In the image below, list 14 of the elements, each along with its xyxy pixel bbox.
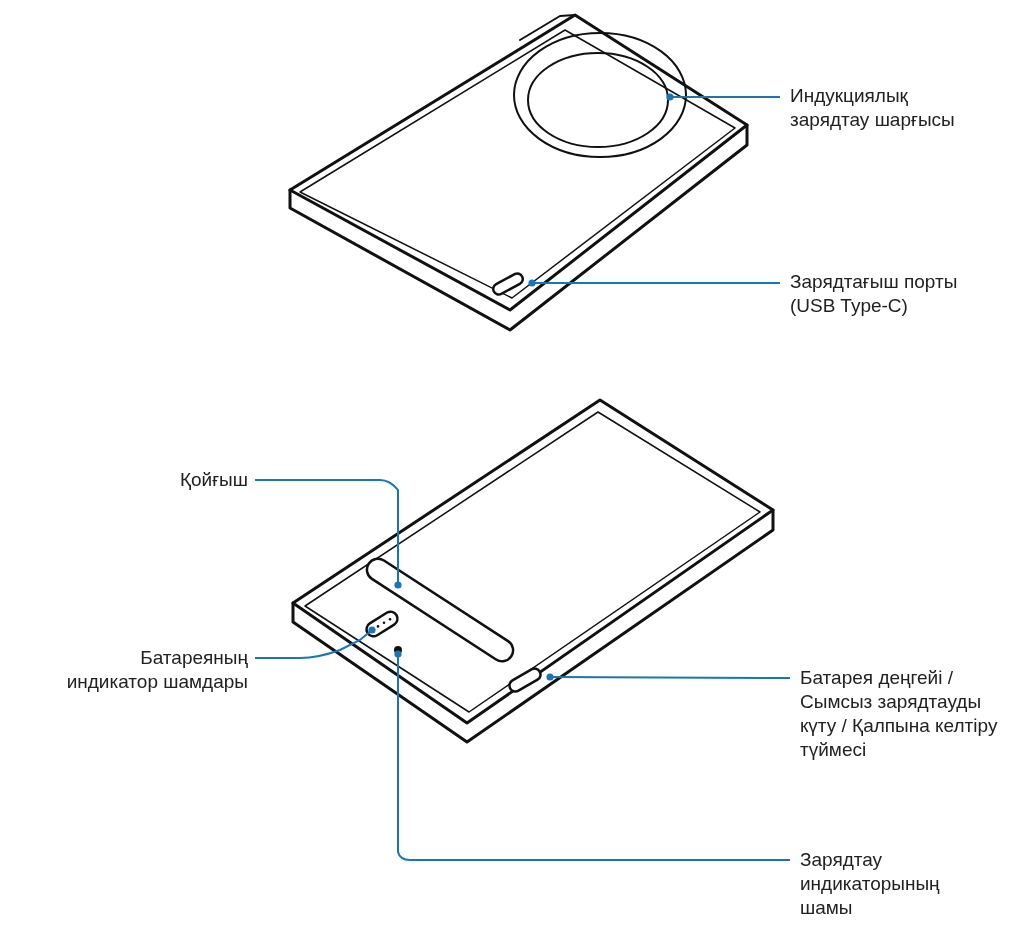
leader-line [666, 93, 781, 101]
charging-coil [513, 32, 687, 158]
leader-line [254, 626, 376, 659]
part-label: Зарядтау индикаторының шамы [800, 848, 970, 920]
leader-line [528, 279, 781, 287]
leader-line [394, 650, 791, 861]
part-label: Батареяның индикатор шамдары [58, 646, 248, 694]
leader-line [546, 673, 791, 681]
part-label: Индукциялық зарядтау шарғысы [790, 84, 965, 132]
part-label: Зарядтағыш порты (USB Type-C) [790, 270, 965, 318]
leader-line [254, 479, 402, 589]
part-label: Батарея деңгейі / Сымсыз зарядтауды күту / Қалпына келтіру түймесі [800, 666, 1000, 762]
part-label: Қойғыш [60, 468, 248, 492]
button [506, 665, 544, 695]
